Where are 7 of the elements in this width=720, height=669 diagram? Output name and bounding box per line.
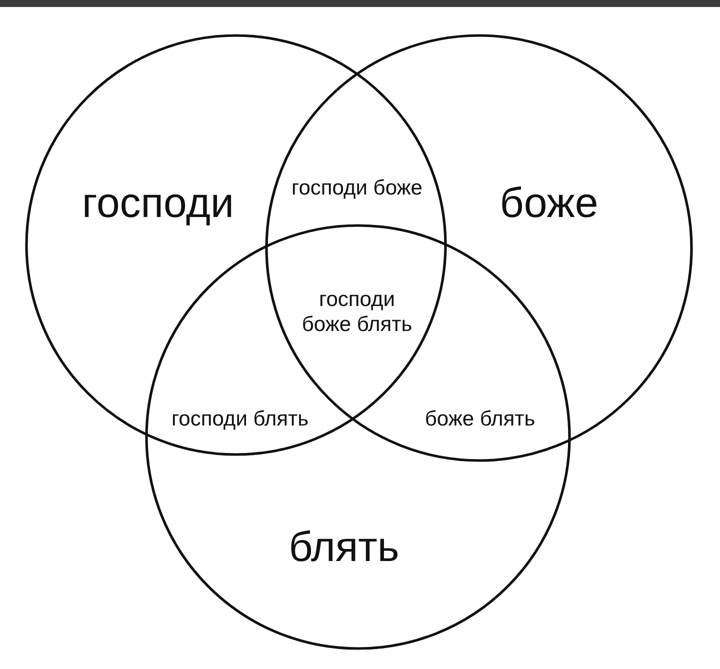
set-label: господи (82, 179, 234, 227)
set-label: боже (500, 179, 598, 227)
region-label: господи блять (171, 406, 309, 432)
set-label: блять (288, 523, 400, 571)
region-label: господи боже (292, 176, 422, 200)
region-label: боже блять (424, 406, 536, 432)
region-label: господи боже блять (300, 287, 414, 337)
